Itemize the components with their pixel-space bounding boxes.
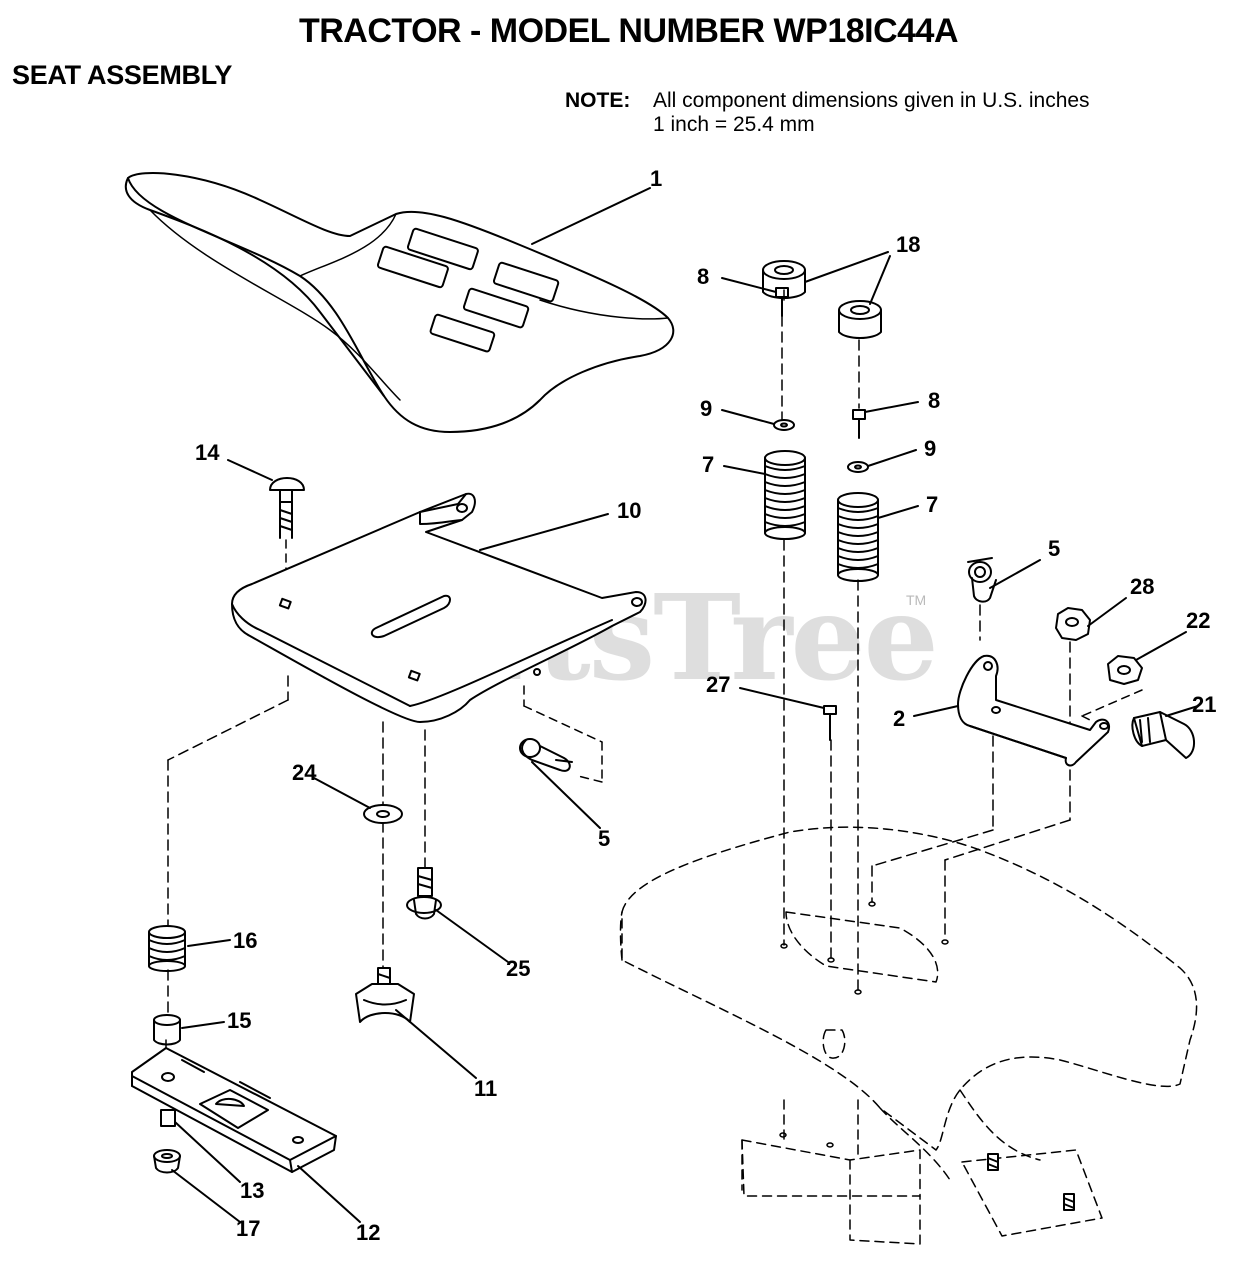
leader-line-1 xyxy=(531,187,651,245)
watermark-tm: TM xyxy=(906,592,927,608)
callout-5a: 5 xyxy=(598,826,610,851)
dimension-note: NOTE: All component dimensions given in U… xyxy=(565,89,1090,137)
leader-line-28 xyxy=(1087,597,1127,627)
flange-bolt-part-25[interactable] xyxy=(406,867,442,920)
spring-part-7b[interactable] xyxy=(837,492,879,582)
leader-line-8a xyxy=(721,277,777,293)
callout-14: 14 xyxy=(195,440,220,465)
leader-line-2 xyxy=(913,705,959,717)
switch-part-5b[interactable] xyxy=(967,557,997,603)
callout-12: 12 xyxy=(356,1220,380,1245)
nut-part-13[interactable] xyxy=(160,1109,176,1127)
callout-18: 18 xyxy=(896,232,920,257)
section-title: SEAT ASSEMBLY xyxy=(12,60,233,90)
callout-17: 17 xyxy=(236,1216,260,1241)
leader-line-24 xyxy=(313,777,371,809)
washer-part-9b[interactable] xyxy=(847,461,869,473)
spacer-part-18b[interactable] xyxy=(838,300,882,339)
callout-9a: 9 xyxy=(700,396,712,421)
leader-line-17 xyxy=(171,1169,241,1223)
washer-part-24[interactable] xyxy=(363,804,403,824)
leader-line-8b xyxy=(864,401,919,413)
bushing-part-15[interactable] xyxy=(153,1014,181,1046)
note-line-1: All component dimensions given in U.S. i… xyxy=(653,89,1090,112)
alignment-lines-left xyxy=(165,675,426,1101)
page-title: TRACTOR - MODEL NUMBER WP18IC44A xyxy=(298,12,959,50)
bracket-part-2[interactable] xyxy=(957,654,1110,767)
leader-line-12 xyxy=(297,1165,361,1223)
leader-line-13 xyxy=(174,1121,241,1183)
leader-line-18b xyxy=(869,255,891,305)
callout-5b: 5 xyxy=(1048,536,1060,561)
leader-line-9a xyxy=(721,409,775,425)
carriage-bolt-part-14[interactable] xyxy=(269,477,305,539)
leader-line-14 xyxy=(227,459,273,481)
callout-11: 11 xyxy=(474,1076,497,1101)
leader-line-15 xyxy=(181,1021,225,1029)
leader-line-7b xyxy=(877,505,919,519)
leader-line-11 xyxy=(395,1009,477,1079)
hex-nut-part-22[interactable] xyxy=(1107,655,1143,685)
tractor-fender-outline xyxy=(619,826,1198,1245)
callout-27: 27 xyxy=(706,672,730,697)
callout-10: 10 xyxy=(617,498,641,523)
seat-pan-part-10[interactable] xyxy=(231,492,647,723)
callout-7b: 7 xyxy=(926,492,938,517)
screw-part-27[interactable] xyxy=(823,705,837,741)
callout-28: 28 xyxy=(1130,574,1154,599)
leader-line-5a xyxy=(531,761,601,829)
callout-16: 16 xyxy=(233,928,257,953)
note-line-2: 1 inch = 25.4 mm xyxy=(653,113,815,136)
callout-22: 22 xyxy=(1186,608,1210,633)
shoulder-bolt-part-21[interactable] xyxy=(1131,711,1195,759)
washer-part-9a[interactable] xyxy=(773,419,795,431)
callout-2: 2 xyxy=(893,706,905,731)
leader-line-21 xyxy=(1165,705,1199,717)
callout-24: 24 xyxy=(292,760,317,785)
slide-plate-part-12[interactable] xyxy=(131,1047,337,1173)
callout-21: 21 xyxy=(1192,692,1216,717)
knob-part-11[interactable] xyxy=(355,967,415,1023)
bolt-part-8a[interactable] xyxy=(775,287,789,317)
alignment-lines-5a xyxy=(523,685,603,783)
leader-line-22 xyxy=(1135,631,1187,661)
fender-mounting-holes xyxy=(779,901,949,1148)
alignment-lines-22 xyxy=(1081,689,1143,721)
rear-mount-bolts xyxy=(987,1153,1075,1211)
spacer-part-18a[interactable] xyxy=(762,260,806,299)
callout-8a: 8 xyxy=(697,264,709,289)
bolt-part-8b[interactable] xyxy=(852,409,866,439)
spring-part-7a[interactable] xyxy=(764,450,806,540)
spring-part-16[interactable] xyxy=(148,925,186,972)
callout-9b: 9 xyxy=(924,436,936,461)
callout-13: 13 xyxy=(240,1178,264,1203)
callout-7a: 7 xyxy=(702,452,714,477)
leader-line-5b xyxy=(989,559,1041,589)
leader-line-25 xyxy=(435,909,509,963)
leader-line-18a xyxy=(804,251,889,283)
callout-1: 1 xyxy=(650,166,662,191)
alignment-lines-right xyxy=(781,285,1071,991)
seat-part[interactable] xyxy=(124,172,675,433)
leader-line-7a xyxy=(723,465,766,475)
flange-nut-part-17[interactable] xyxy=(153,1149,181,1174)
leader-line-16 xyxy=(187,939,231,947)
switch-part-5a[interactable] xyxy=(519,738,573,772)
callout-15: 15 xyxy=(227,1008,251,1033)
callout-8b: 8 xyxy=(928,388,940,413)
leader-line-27 xyxy=(739,687,825,709)
note-label: NOTE: xyxy=(565,89,631,112)
lock-nut-part-28[interactable] xyxy=(1055,607,1091,641)
leader-line-9b xyxy=(867,449,917,467)
callout-25: 25 xyxy=(506,956,530,981)
leader-line-10 xyxy=(479,513,609,551)
